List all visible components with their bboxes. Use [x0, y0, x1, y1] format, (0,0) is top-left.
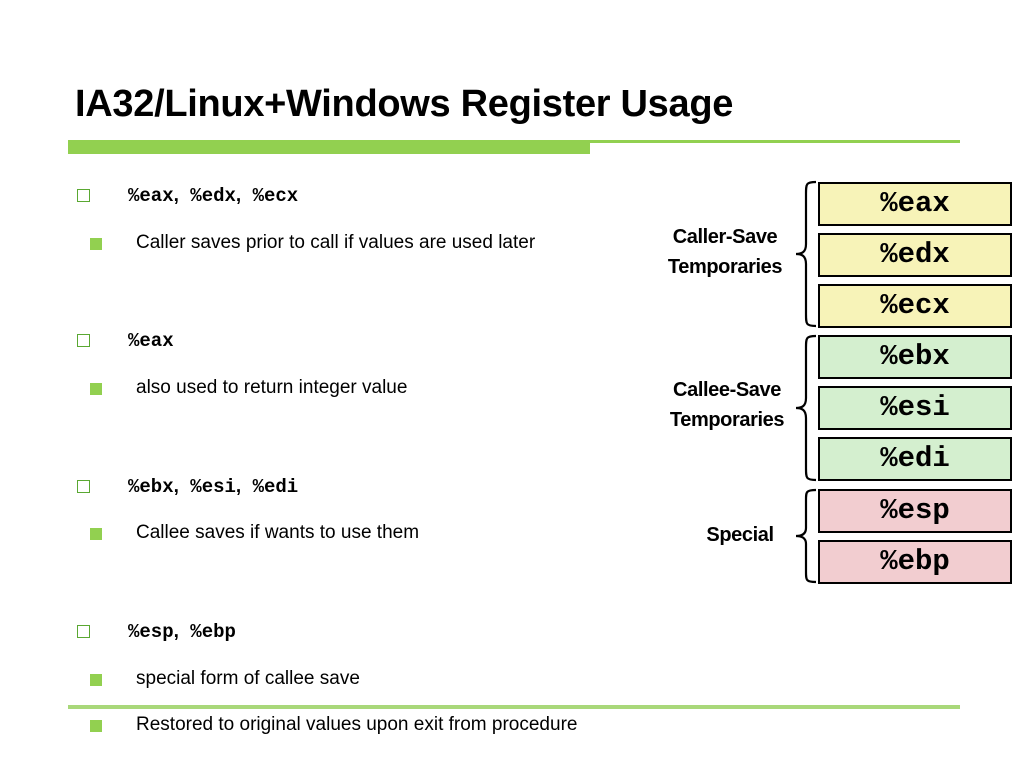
- filled-square-bullet-icon: [90, 720, 102, 732]
- register-name: %ecx: [252, 185, 299, 207]
- filled-square-bullet-icon: [90, 674, 102, 686]
- hollow-square-bullet-icon: [77, 334, 90, 347]
- slide-title: IA32/Linux+Windows Register Usage: [75, 83, 734, 125]
- register-name: %esi: [190, 476, 236, 498]
- register-name: %esp: [128, 621, 174, 643]
- title-underline: [68, 140, 960, 154]
- group-label-callee-save: Callee-Save Temporaries: [669, 379, 785, 431]
- hollow-square-bullet-icon: [77, 189, 90, 202]
- caller-save-brace-icon: [795, 180, 817, 328]
- register-box-edi: %edi: [818, 437, 1012, 481]
- group-label-special: Special: [706, 524, 774, 546]
- register-box-ebp: %ebp: [818, 540, 1012, 584]
- register-box-esi: %esi: [818, 386, 1012, 430]
- register-name: %eax: [128, 330, 174, 352]
- filled-square-bullet-icon: [90, 383, 102, 395]
- hollow-square-bullet-icon: [77, 480, 90, 493]
- register-box-eax: %eax: [818, 182, 1012, 226]
- hollow-square-bullet-icon: [77, 625, 90, 638]
- filled-square-bullet-icon: [90, 238, 102, 250]
- footer-divider: [68, 705, 960, 709]
- register-name: %edx: [190, 185, 236, 207]
- callee-save-brace-icon: [795, 334, 817, 482]
- register-box-ebx: %ebx: [818, 335, 1012, 379]
- register-box-edx: %edx: [818, 233, 1012, 277]
- register-box-esp: %esp: [818, 489, 1012, 533]
- group-label-caller-save: Caller-Save Temporaries: [667, 226, 783, 278]
- filled-square-bullet-icon: [90, 528, 102, 540]
- register-name: %ebx: [128, 476, 174, 498]
- register-name: %ebp: [190, 621, 236, 643]
- register-box-ecx: %ecx: [818, 284, 1012, 328]
- special-brace-icon: [795, 488, 817, 584]
- register-name: %eax: [128, 185, 174, 207]
- register-name: %edi: [252, 476, 299, 498]
